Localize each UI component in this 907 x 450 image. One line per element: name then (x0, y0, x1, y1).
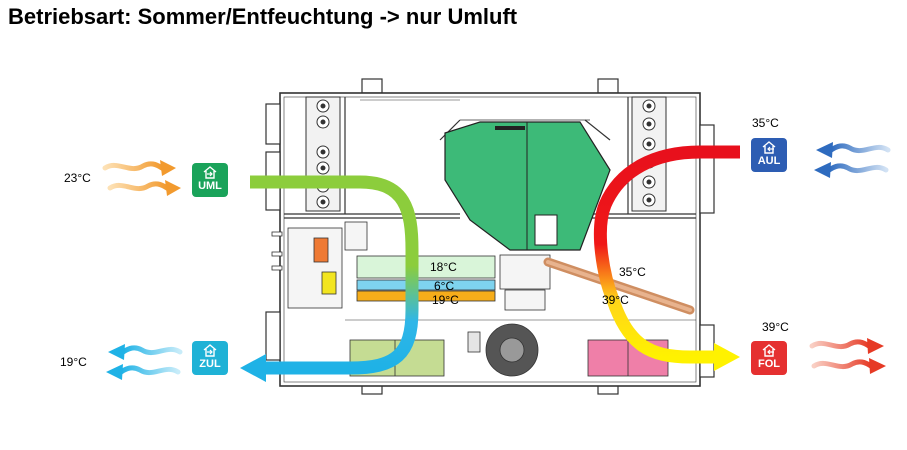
uml-badge: UML (192, 163, 228, 197)
heat-exchanger (444, 121, 611, 251)
airflow-aul-fol-path (593, 145, 740, 364)
zul-label: ZUL (199, 358, 221, 370)
uml-inlet-temp: 23°C (64, 171, 91, 185)
house-out-icon (762, 344, 776, 357)
aul-inlet-temp: 35°C (752, 116, 779, 130)
coil-top-temp: 18°C (430, 260, 457, 274)
control-components (271, 221, 551, 311)
fol-outflow-arrows (809, 339, 874, 370)
page-title: Betriebsart: Sommer/Entfeuchtung -> nur … (8, 4, 518, 29)
zul-outlet-temp: 19°C (60, 355, 87, 369)
fol-flow-arrowhead (714, 343, 740, 371)
fol-label: FOL (758, 358, 780, 370)
aul-inflow-arrows (826, 143, 891, 174)
house-in-icon (203, 344, 217, 357)
zul-badge: ZUL (192, 341, 228, 375)
inner-temp-39: 39°C (602, 293, 629, 307)
inner-temp-35: 35°C (619, 265, 646, 279)
aul-label: AUL (757, 155, 781, 167)
aul-badge: AUL (751, 138, 787, 172)
house-in-icon (203, 166, 217, 179)
airflow-umluft-path (250, 175, 419, 375)
uml-label: UML (198, 180, 222, 192)
coil-mid-temp: 6°C (434, 279, 455, 293)
zul-outflow-arrows (118, 345, 183, 376)
coil-bottom-temp: 19°C (432, 293, 459, 307)
fol-badge: FOL (751, 341, 787, 375)
left-fan-stack (305, 96, 341, 212)
fol-outlet-temp: 39°C (762, 320, 789, 334)
coil-block (356, 255, 496, 302)
house-out-icon (762, 141, 776, 154)
uml-inflow-arrows (102, 161, 170, 192)
zul-flow-arrowhead (240, 354, 266, 382)
